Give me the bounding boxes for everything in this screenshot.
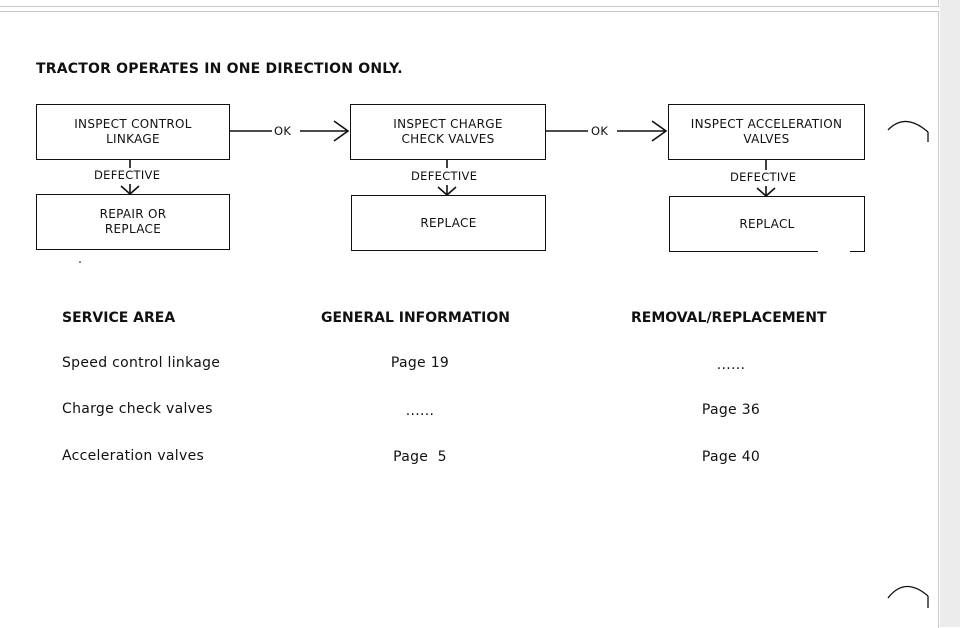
- previous-page-edge: [0, 0, 939, 7]
- table-cell-general-information: Page 5: [393, 449, 447, 465]
- defective-label: DEFECTIVE: [411, 169, 478, 183]
- box-label: REPLACE: [420, 215, 477, 230]
- arrowhead: [651, 120, 668, 142]
- table-cell-general-information: ......: [405, 403, 435, 419]
- arrowhead: [333, 120, 350, 142]
- hole-punch-mark: [887, 120, 929, 133]
- box-label: INSPECT ACCELERATION VALVES: [690, 117, 843, 146]
- box-label: REPAIR OR REPLACE: [99, 207, 167, 236]
- inspect-control-linkage-box: INSPECT CONTROL LINKAGE: [36, 104, 230, 160]
- box-label: INSPECT CHARGE CHECK VALVES: [393, 117, 503, 146]
- column-header-general-information: GENERAL INFORMATION: [321, 310, 510, 326]
- hole-punch-mark: [887, 585, 929, 599]
- repair-or-replace-box: REPAIR OR REPLACE: [36, 194, 230, 250]
- defective-label: DEFECTIVE: [94, 168, 161, 182]
- column-header-removal-replacement: REMOVAL/REPLACEMENT: [631, 310, 827, 326]
- replace-box: REPLACE: [351, 195, 546, 251]
- speck: [79, 261, 81, 263]
- viewer-gutter: [940, 0, 960, 627]
- table-cell-removal-replacement: ......: [716, 357, 746, 373]
- column-header-service-area: SERVICE AREA: [62, 310, 176, 326]
- table-cell-removal-replacement: Page 36: [701, 402, 761, 418]
- table-cell-service-area: Acceleration valves: [62, 448, 205, 464]
- defective-label: DEFECTIVE: [730, 170, 797, 184]
- table-cell-service-area: Charge check valves: [62, 401, 213, 417]
- table-cell-service-area: Speed control linkage: [62, 355, 221, 371]
- ok-label: OK: [591, 124, 609, 138]
- print-defect: [818, 246, 850, 256]
- inspect-acceleration-valves-box: INSPECT ACCELERATION VALVES: [668, 104, 865, 160]
- table-cell-removal-replacement: Page 40: [701, 449, 761, 465]
- ok-label: OK: [274, 124, 292, 138]
- box-label: INSPECT CONTROL LINKAGE: [74, 117, 192, 146]
- page-title: TRACTOR OPERATES IN ONE DIRECTION ONLY.: [36, 61, 403, 77]
- box-label: REPLACL: [739, 216, 795, 231]
- replace-box: REPLACL: [669, 196, 865, 252]
- table-cell-general-information: Page 19: [390, 355, 450, 371]
- inspect-charge-check-valves-box: INSPECT CHARGE CHECK VALVES: [350, 104, 546, 160]
- flowchart-connectors: [79, 120, 929, 608]
